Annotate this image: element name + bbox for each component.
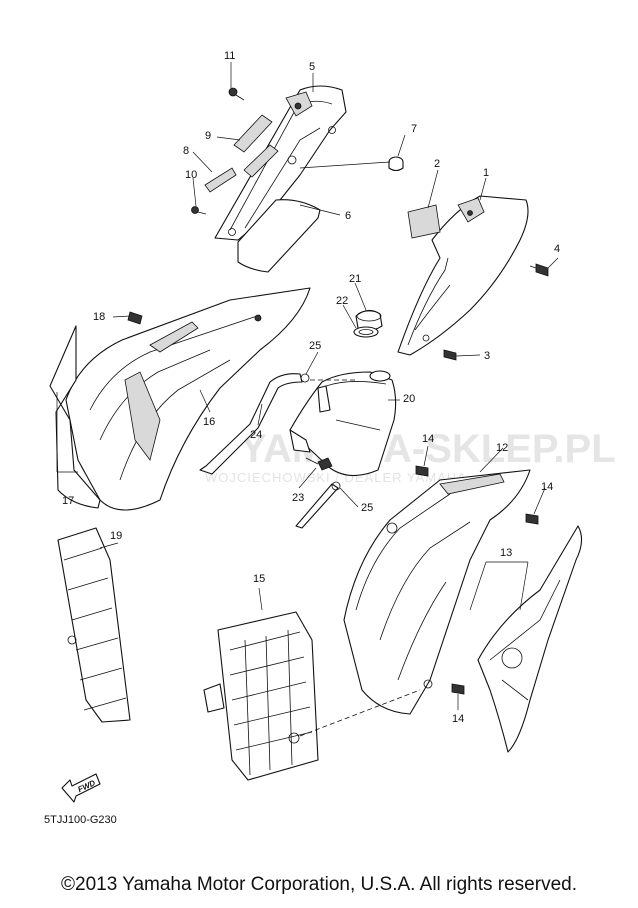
- watermark-subtitle: WOJCIECHOWSKI / DEALER YAMAHA: [205, 470, 467, 485]
- number-plate-left: [214, 85, 347, 241]
- leader-7-dash: [299, 161, 391, 169]
- fwd-label: FWD: [76, 778, 97, 794]
- guard-mount-line: [299, 689, 421, 737]
- radiator-guard-left: [57, 527, 131, 723]
- shroud-right: [343, 469, 531, 715]
- callout-6: 6: [345, 210, 351, 222]
- callout-21: 21: [349, 273, 361, 285]
- tank-cap: [355, 309, 383, 332]
- bolt-14-b: [525, 513, 539, 525]
- callout-9: 9: [205, 130, 211, 142]
- callout-11: 11: [224, 50, 235, 62]
- callout-1: 1: [483, 167, 489, 179]
- radiator-guard-right: [203, 611, 319, 781]
- bolt-14-c: [451, 683, 465, 695]
- shroud-decal-right: [477, 525, 583, 753]
- callout-7: 7: [411, 123, 417, 135]
- bolt-3: [443, 349, 457, 361]
- fuel-tank: [289, 370, 397, 477]
- callout-3: 3: [484, 350, 490, 362]
- collar-7: [388, 156, 404, 172]
- callout-5: 5: [309, 61, 315, 73]
- cap-gasket: [353, 326, 379, 338]
- shroud-left: [65, 287, 311, 511]
- pad-9: [233, 114, 273, 153]
- callout-16: 16: [203, 416, 215, 428]
- callout-25-b: 25: [361, 502, 373, 514]
- copyright-notice: ©2013 Yamaha Motor Corporation, U.S.A. A…: [61, 874, 577, 895]
- callout-12: 12: [496, 442, 508, 454]
- callout-14-b: 14: [541, 481, 553, 493]
- callout-4: 4: [554, 243, 560, 255]
- callouts: 1 2 3 4 5 6 7 8 9 10 11 12 13 14 14 14 1…: [62, 50, 560, 725]
- bolt-4: [529, 263, 549, 277]
- callout-8: 8: [183, 145, 189, 157]
- pad-2: [407, 204, 441, 239]
- bolt-10: [191, 206, 207, 215]
- bolt-18: [127, 311, 143, 325]
- shroud-decal-left: [49, 325, 101, 509]
- bolt-11: [228, 87, 245, 101]
- callout-24: 24: [250, 429, 262, 441]
- callout-17: 17: [62, 495, 74, 507]
- callout-25-a: 25: [309, 340, 321, 352]
- callout-2: 2: [434, 158, 440, 170]
- clip-25: [300, 373, 341, 491]
- callout-20: 20: [403, 393, 415, 405]
- callout-14-c: 14: [452, 713, 464, 725]
- number-plate-decal: [237, 199, 321, 273]
- bolt-23: [305, 457, 333, 471]
- bolt-14-a: [415, 465, 429, 477]
- pad-8: [204, 144, 279, 193]
- callout-10: 10: [185, 169, 197, 181]
- callout-18: 18: [93, 311, 105, 323]
- callout-14-a: 14: [422, 433, 434, 445]
- callout-19: 19: [110, 530, 122, 542]
- callout-15: 15: [253, 573, 265, 585]
- callout-13: 13: [500, 547, 512, 559]
- diagram-code: 5TJJ100-G230: [44, 814, 117, 826]
- fwd-arrow-icon: FWD: [61, 773, 101, 803]
- leader-lines: [56, 62, 559, 710]
- callout-23: 23: [292, 492, 304, 504]
- side-cover-right: [397, 195, 529, 356]
- callout-22: 22: [336, 295, 348, 307]
